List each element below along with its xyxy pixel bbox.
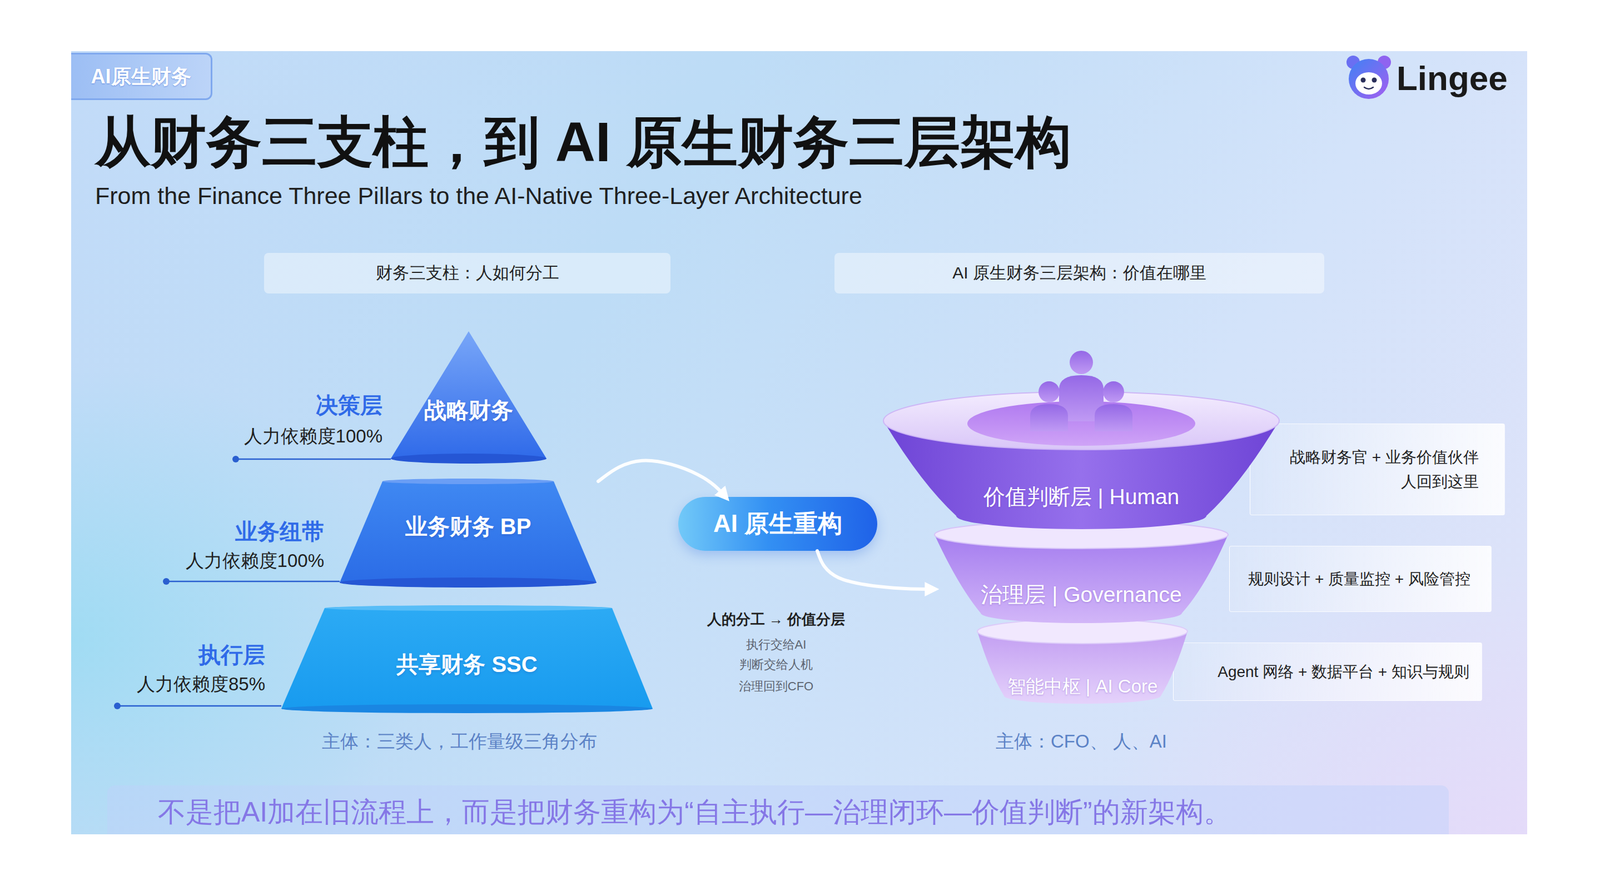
leader-line	[235, 458, 391, 461]
header-text: AI 原生财务三层架构：价值在哪里	[834, 261, 1325, 285]
logo-face	[1355, 72, 1383, 95]
pyramid-tier: 战略财务	[389, 329, 549, 465]
tier-metric: 人力依赖度85%	[136, 672, 266, 698]
annotation-box: 规则设计 + 质量监控 + 风险管控	[1229, 545, 1492, 613]
pyramid-tier: 共享财务 SSC	[279, 604, 655, 713]
person-head	[1038, 381, 1060, 403]
node-outline	[933, 519, 1230, 626]
pyramid-tier	[390, 331, 547, 459]
annotation-box: 战略财务官 + 业务价值伙伴 人回到这里	[1249, 423, 1505, 516]
funnel-layer: 智能中枢 | AI Core	[976, 618, 1189, 708]
shift-note: 执行交给AI	[746, 636, 807, 654]
subject-caption: 主体：三类人，工作量级三角分布	[321, 729, 598, 755]
funnel-rim	[977, 619, 1188, 644]
tier-text: 业务财务 BP	[338, 511, 599, 543]
logo-icon	[1346, 55, 1391, 99]
header-text: 财务三支柱：人如何分工	[264, 261, 671, 285]
layer-text: 治理层 | Governance	[933, 579, 1230, 610]
shift-heading: 人的分工 → 价值分层	[707, 609, 846, 630]
person-head	[1102, 381, 1125, 403]
slide-title: 从财务三支柱，到 AI 原生财务三层架构	[95, 105, 1072, 181]
banner-text: 不是把AI加在旧流程上，而是把财务重构为“自主执行—治理闭环—价值判断”的新架构…	[157, 793, 1232, 832]
logo-mouth	[1364, 87, 1374, 89]
annotation-text: 规则设计 + 质量监控 + 风险管控	[1248, 568, 1471, 590]
tier-name: 业务纽带	[235, 516, 325, 548]
tier-metric: 人力依赖度100%	[244, 424, 383, 450]
shift-note: 治理回到CFO	[738, 678, 814, 695]
tag-text: AI原生财务	[71, 63, 211, 91]
section-header: 财务三支柱：人如何分工	[264, 252, 671, 294]
tier-base	[390, 453, 547, 464]
subject-caption: 主体：CFO、 人、AI	[995, 729, 1167, 755]
logo-eye	[1360, 77, 1366, 83]
section-header: AI 原生财务三层架构：价值在哪里	[834, 252, 1325, 294]
layer-text: 智能中枢 | AI Core	[976, 674, 1189, 700]
funnel-layer: 价值判断层 | Human	[882, 350, 1281, 534]
tier-base	[339, 577, 597, 588]
flow-arrow	[817, 550, 934, 590]
leader-dot	[232, 455, 240, 463]
tier-top	[382, 478, 554, 485]
leader-line	[117, 705, 282, 708]
shift-note: 判断交给人机	[739, 656, 813, 674]
funnel-rim	[934, 520, 1229, 549]
tier-name: 决策层	[315, 390, 383, 421]
person-body	[1030, 404, 1068, 432]
tier-text: 战略财务	[389, 395, 549, 426]
node-outline	[389, 329, 549, 465]
tier-metric: 人力依赖度100%	[185, 548, 325, 574]
funnel-layer: 治理层 | Governance	[933, 519, 1230, 626]
takeaway-banner: 不是把AI加在旧流程上，而是把财务重构为“自主执行—治理闭环—价值判断”的新架构…	[107, 785, 1449, 835]
subtitle: From the Finance Three Pillars to the AI…	[95, 182, 863, 210]
annotation-text: 战略财务官 + 业务价值伙伴 人回到这里	[1280, 445, 1479, 495]
layer-text: 价值判断层 | Human	[882, 482, 1281, 513]
tier-base	[281, 704, 653, 714]
annotation-text: Agent 网络 + 数据平台 + 知识与规则	[1217, 661, 1470, 683]
leader-dot	[162, 578, 170, 585]
section-tag: AI原生财务	[71, 52, 213, 101]
pyramid-tier: 业务财务 BP	[338, 476, 599, 589]
logo-eye	[1372, 77, 1378, 83]
people-icon	[1030, 350, 1133, 432]
person-head	[1069, 350, 1093, 375]
leader-dot	[113, 702, 121, 710]
annotation-box: Agent 网络 + 数据平台 + 知识与规则	[1173, 642, 1483, 702]
leader-line	[166, 580, 340, 583]
person-body	[1094, 404, 1133, 432]
flow-arrow	[598, 460, 726, 498]
tier-text: 共享财务 SSC	[279, 649, 655, 680]
transform-pill: AI 原生重构	[678, 497, 878, 551]
logo-head	[1348, 58, 1389, 99]
logo-text: Lingee	[1396, 58, 1508, 98]
tier-top	[325, 605, 613, 611]
pill-text: AI 原生重构	[678, 507, 878, 541]
tier-name: 执行层	[198, 639, 266, 671]
